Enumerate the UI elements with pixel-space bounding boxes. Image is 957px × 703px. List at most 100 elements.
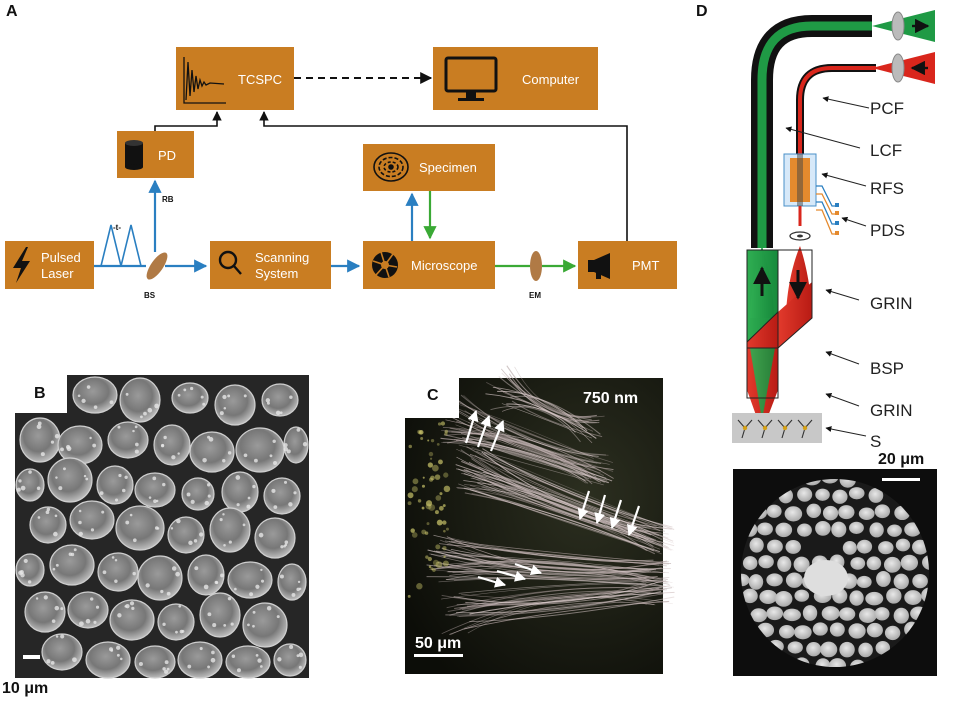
autofluorescence: [417, 499, 422, 503]
granule: [132, 538, 137, 543]
granule: [252, 624, 255, 628]
autofluorescence: [439, 492, 443, 496]
panel-d: D: [696, 3, 937, 676]
nucleus: [849, 590, 864, 606]
fiber: [446, 536, 667, 571]
granule: [236, 503, 240, 507]
autofluorescence: [424, 531, 429, 535]
granule: [208, 437, 214, 442]
fiber: [467, 407, 614, 463]
granule: [183, 388, 187, 392]
granule: [58, 486, 63, 491]
granule: [207, 435, 211, 439]
granule: [298, 665, 302, 669]
granule: [50, 440, 55, 444]
nucleus: [767, 539, 783, 554]
autofluorescence: [427, 439, 430, 442]
granule: [298, 587, 302, 591]
granule: [223, 407, 227, 410]
granule: [131, 606, 135, 610]
granule: [199, 646, 203, 651]
granule: [204, 500, 210, 506]
fiber: [449, 570, 670, 585]
cell: [47, 457, 93, 503]
fiber: [494, 386, 585, 429]
cell: [49, 544, 95, 586]
nucleus: [749, 537, 764, 553]
nucleus: [904, 590, 922, 605]
granule: [70, 552, 75, 557]
granule: [265, 398, 271, 403]
granule: [60, 447, 64, 452]
nucleus: [893, 607, 909, 624]
granule: [302, 441, 308, 447]
nucleus: [784, 506, 803, 522]
granule: [171, 455, 176, 460]
granule: [247, 496, 251, 500]
granule: [52, 567, 56, 571]
granule: [166, 667, 170, 671]
autofluorescence: [443, 485, 451, 493]
granule: [145, 583, 150, 588]
aperture-icon: [372, 251, 398, 278]
granule: [243, 453, 248, 458]
sample-s: [732, 413, 822, 443]
granule: [134, 449, 139, 454]
cell: [85, 641, 131, 679]
granule: [118, 473, 122, 478]
grin-assembly: [746, 246, 813, 432]
autofluorescence: [411, 532, 418, 538]
granule: [289, 395, 293, 399]
scale-bar-c: [414, 654, 463, 657]
cell: [134, 472, 176, 508]
nucleus: [895, 538, 911, 552]
nucleus: [868, 488, 884, 503]
specimen-box: Specimen: [363, 144, 495, 191]
nucleus: [820, 641, 838, 658]
fiber: [474, 473, 665, 543]
granule: [27, 580, 32, 584]
scale-bar-b: [23, 655, 40, 659]
fiber: [458, 429, 604, 477]
panel-b-letter-box: [15, 375, 67, 413]
granule: [36, 424, 42, 430]
fiber: [458, 593, 664, 617]
nucleus: [850, 557, 866, 570]
fiber-arrows: [464, 409, 641, 588]
granule: [36, 486, 41, 491]
granule: [198, 532, 204, 537]
granule: [125, 392, 129, 396]
cell: [235, 427, 285, 473]
granule: [160, 444, 165, 448]
granule: [277, 657, 282, 662]
granule: [162, 622, 166, 626]
nucleus: [766, 573, 783, 587]
granule: [207, 665, 210, 669]
fiber: [458, 483, 649, 549]
autofluorescence: [442, 504, 446, 507]
nucleus: [848, 623, 866, 639]
granule: [176, 518, 181, 524]
granule: [85, 618, 91, 624]
fiber: [511, 400, 603, 438]
specimen-label: Specimen: [419, 160, 477, 175]
fiber: [497, 390, 588, 432]
nucleus: [806, 641, 822, 657]
granule: [28, 470, 32, 474]
granule: [273, 505, 278, 510]
cell: [96, 465, 134, 505]
panel-b-letter: B: [34, 385, 46, 402]
granule: [246, 504, 251, 509]
granule: [210, 657, 216, 663]
fiber: [445, 419, 591, 471]
nucleus: [742, 556, 758, 571]
granule: [279, 411, 283, 415]
granule: [65, 444, 71, 450]
granule: [171, 566, 177, 571]
fiber: [471, 458, 662, 534]
granule: [260, 665, 263, 668]
granule: [200, 395, 204, 399]
nucleus: [750, 608, 768, 623]
granule: [288, 502, 293, 507]
fiber: [510, 395, 601, 435]
